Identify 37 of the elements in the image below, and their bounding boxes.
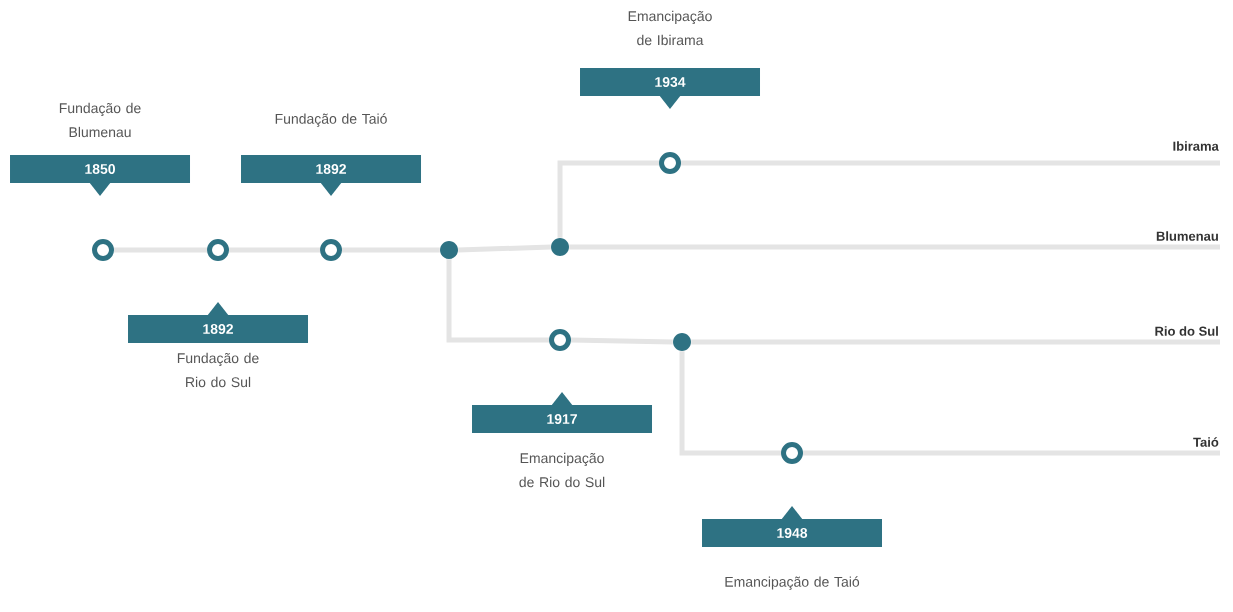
timeline-line (803, 450, 1220, 456)
year-tag: 1892 (241, 155, 421, 196)
year-tag: 1948 (702, 506, 882, 547)
timeline-line (570, 337, 673, 345)
event-circle (320, 239, 342, 261)
timeline-line (114, 247, 207, 253)
branch-label: Rio do Sul (1155, 326, 1218, 336)
year-tag: 1892 (128, 302, 308, 343)
timeline-line (229, 247, 320, 253)
event-caption: Emancipação de Ibirama (628, 10, 712, 46)
timeline-line (691, 339, 1220, 345)
branch-label: Taió (1193, 437, 1219, 447)
event-caption: Emancipação de Taió (725, 576, 860, 590)
year-tag: 1917 (472, 392, 652, 433)
year-tag: 1934 (580, 68, 760, 109)
branch-dot (440, 241, 458, 259)
timeline-line (342, 247, 440, 253)
branch-dot (551, 238, 569, 256)
branch-label: Blumenau (1156, 231, 1218, 241)
branch-label: Ibirama (1173, 141, 1219, 151)
timeline-line (458, 244, 551, 253)
event-circle (92, 239, 114, 261)
timeline-line (681, 160, 1220, 166)
event-caption: Fundação de Blumenau (59, 102, 141, 138)
event-circle (659, 152, 681, 174)
event-caption: Emancipação de Rio do Sul (519, 452, 605, 488)
event-caption: Fundação de Rio do Sul (177, 352, 259, 388)
event-circle (549, 329, 571, 351)
timeline-line (679, 351, 781, 456)
year-tag: 1850 (10, 155, 190, 196)
event-caption: Fundação de Taió (275, 113, 387, 127)
event-circle (781, 442, 803, 464)
branch-dot (673, 333, 691, 351)
event-circle (207, 239, 229, 261)
timeline-line (557, 160, 659, 238)
timeline-line (569, 244, 1220, 250)
timeline-line (446, 259, 549, 343)
